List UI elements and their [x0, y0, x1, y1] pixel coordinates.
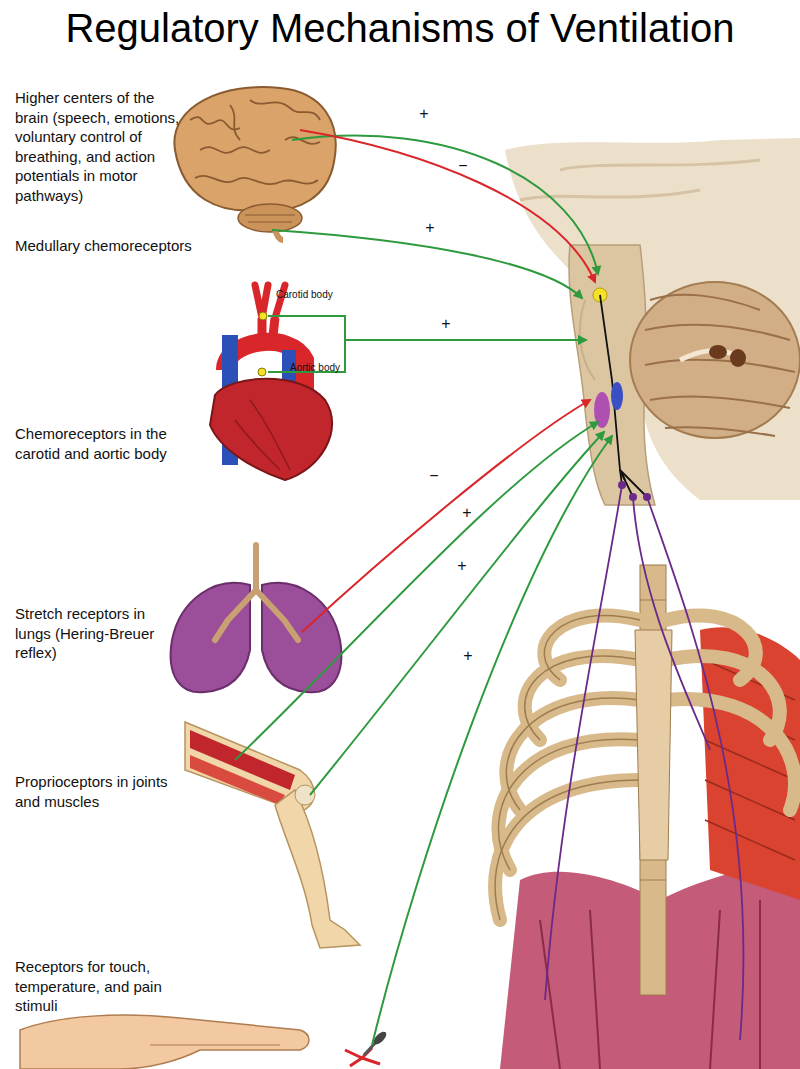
rib-cage-part-part	[506, 698, 640, 810]
sign-label: −	[424, 468, 444, 484]
stimulatory-arrows-part	[235, 422, 598, 760]
brain-part	[174, 87, 335, 211]
motor-nerves-part	[647, 497, 744, 1040]
respiratory-centers-part	[600, 295, 625, 480]
cerebellum-section-part	[630, 282, 800, 438]
leg	[185, 722, 360, 948]
sign-label: +	[414, 106, 434, 122]
stimulatory-arrows-part	[272, 230, 582, 298]
respiratory-centers	[593, 288, 651, 501]
sign-label: +	[420, 220, 440, 236]
brain-part	[190, 100, 320, 184]
inhibitory-arrows-part	[300, 130, 595, 282]
sign-label: +	[457, 505, 477, 521]
nail-stimulus	[345, 1030, 388, 1066]
stimulatory-arrows-part	[310, 432, 604, 795]
motor-nerves-part	[633, 497, 710, 750]
brain	[174, 87, 335, 240]
heart-part	[235, 400, 290, 470]
rib-cage-part-part	[498, 739, 640, 870]
rib-cage-part-part	[544, 615, 640, 680]
rib-cage-part	[495, 615, 795, 920]
part-label: Chemoreceptors in the carotid and aortic…	[15, 424, 200, 463]
head-section-part	[560, 160, 760, 170]
rib-cage-part-part	[498, 739, 640, 870]
sign-label: +	[458, 648, 478, 664]
part-label: Medullary chemoreceptors	[15, 236, 235, 256]
part-label: Higher centers of the brain (speech, emo…	[15, 88, 185, 205]
stimulatory-arrows-part	[372, 436, 612, 1045]
cerebellum-section-part	[709, 345, 727, 359]
heart	[210, 285, 332, 480]
motor-nerves	[545, 485, 744, 1040]
stimulatory-arrows-part	[292, 136, 598, 274]
inhibitory-arrows	[300, 130, 595, 632]
part-label: Receptors for touch, temperature, and pa…	[15, 957, 200, 1016]
cerebellum-section-part	[645, 295, 795, 436]
leg-part	[295, 785, 315, 805]
leg-part	[190, 755, 285, 805]
hand-part	[20, 1015, 309, 1069]
rib-cage	[495, 565, 800, 1069]
stimulatory-arrows	[235, 136, 612, 1045]
brain-part	[245, 215, 295, 222]
rib-cage-part	[495, 615, 640, 920]
heart-part	[210, 379, 332, 480]
cerebellum-section	[630, 282, 800, 438]
head-section	[505, 138, 800, 505]
sign-label: +	[452, 558, 472, 574]
nail-stimulus-part	[345, 1048, 380, 1066]
small-label: Aortic body	[290, 361, 380, 374]
hand-part	[150, 1045, 280, 1046]
sign-label: +	[436, 316, 456, 332]
brain-part	[238, 204, 302, 232]
head-section-part	[505, 138, 800, 500]
sign-label: −	[453, 158, 473, 174]
hand	[20, 1015, 309, 1069]
diagram-title: Regulatory Mechanisms of Ventilation	[0, 6, 800, 51]
lungs-part	[262, 583, 341, 693]
lungs-part	[215, 545, 298, 640]
rib-cage-part	[635, 630, 672, 860]
leg-part	[275, 790, 360, 948]
motor-nerves-part	[545, 485, 622, 1000]
small-label: Carotid body	[276, 288, 366, 301]
heart-part	[259, 312, 267, 320]
heart-part	[258, 368, 266, 376]
part-label: Stretch receptors in lungs (Hering-Breue…	[15, 604, 185, 663]
part-label: Proprioceptors in joints and muscles	[15, 772, 175, 811]
respiratory-centers-part	[611, 382, 623, 410]
lungs-part	[171, 583, 250, 693]
cerebellum-section-part	[730, 349, 746, 367]
inhibitory-arrows-part	[302, 400, 590, 632]
